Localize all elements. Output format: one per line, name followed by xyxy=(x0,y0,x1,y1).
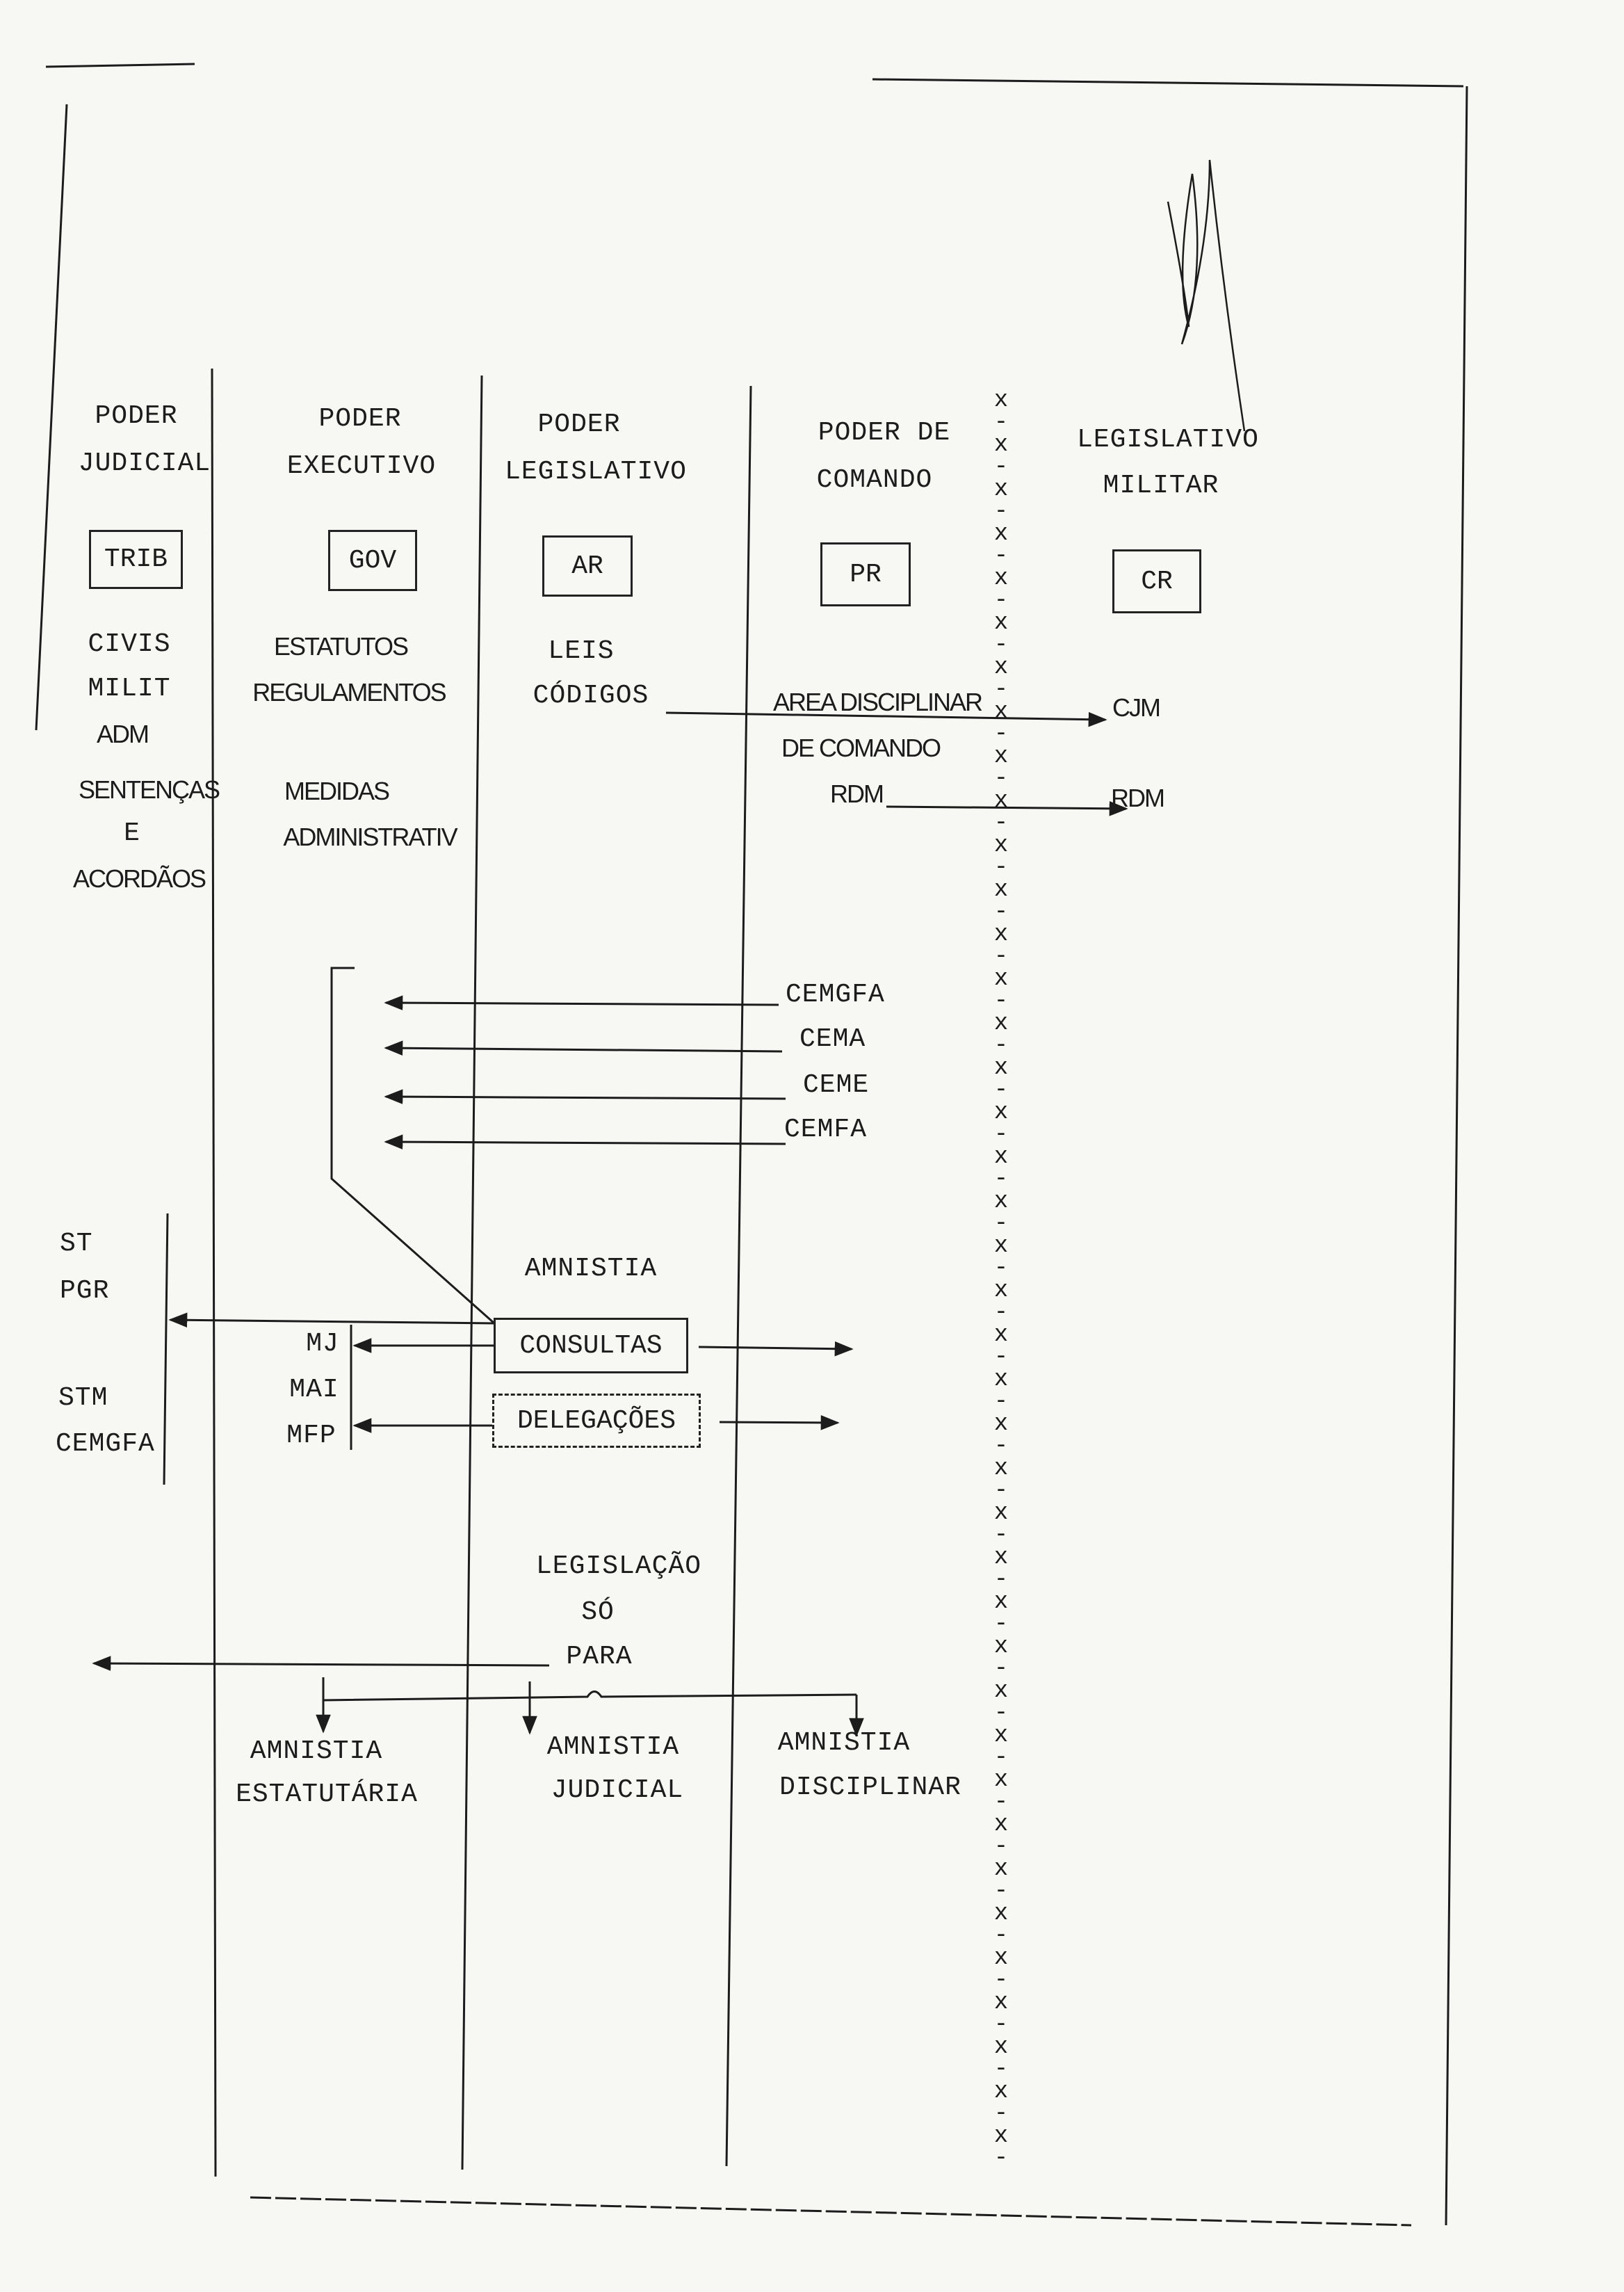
legislativo-item-codigos: CÓDIGOS xyxy=(533,681,649,711)
amnesty-estatutaria-line-1: AMNISTIA xyxy=(250,1736,383,1766)
legislacao-branch-line xyxy=(323,1690,857,1702)
comando-title-2: COMANDO xyxy=(816,465,933,495)
judicial-item-milit: MILIT xyxy=(88,674,171,704)
military-boundary-line: x-x-x-x-x-x-x-x-x-x-x-x-x-x-x-x-x-x-x-x-… xyxy=(993,389,1009,2170)
consultas-right-arrow xyxy=(698,1341,854,1357)
executivo-title-1: PODER xyxy=(318,404,402,434)
gov-box: GOV xyxy=(328,530,417,591)
delegacoes-box: DELEGAÇÕES xyxy=(492,1394,701,1448)
chiefs-bracket xyxy=(330,967,494,1324)
legislacao-line-1: LEGISLAÇÃO xyxy=(535,1551,702,1581)
consultas-box: CONSULTAS xyxy=(494,1318,688,1373)
legislativo-title-1: PODER xyxy=(537,410,621,439)
legislacao-left-arrow xyxy=(92,1656,550,1671)
cemgfa-arrow xyxy=(384,995,779,1010)
chief-ceme: CEME xyxy=(803,1070,870,1100)
ministry-mfp: MFP xyxy=(286,1421,336,1451)
left-group-cemgfa: CEMGFA xyxy=(56,1429,155,1459)
signature-mark xyxy=(1167,159,1246,432)
ceme-arrow xyxy=(384,1089,786,1104)
delegacoes-right-arrow xyxy=(719,1415,840,1430)
separator-2 xyxy=(461,375,483,2170)
pr-box: PR xyxy=(820,542,911,606)
legislativo-item-leis: LEIS xyxy=(548,636,615,666)
chief-cemgfa: CEMGFA xyxy=(786,980,885,1010)
frame-left xyxy=(35,104,68,731)
leg-militar-item-rdm: RDM xyxy=(1111,784,1165,812)
left-group-pgr: PGR xyxy=(60,1276,110,1306)
cema-arrow xyxy=(384,1040,783,1056)
judicial-item-adm: ADM xyxy=(97,720,149,748)
left-group-stm: STM xyxy=(58,1383,108,1413)
judicial-title-1: PODER xyxy=(95,401,178,431)
trib-box: TRIB xyxy=(89,530,183,589)
separator-3 xyxy=(725,385,752,2167)
amnesty-judicial-line-2: JUDICIAL xyxy=(551,1775,684,1805)
executivo-item-medidas: MEDIDAS xyxy=(284,777,390,805)
amnesty-estatutaria-line-2: ESTATUTÁRIA xyxy=(236,1779,418,1809)
frame-top-left xyxy=(45,63,195,68)
leg-militar-title-1: LEGISLATIVO xyxy=(1077,425,1259,455)
chief-cema: CEMA xyxy=(799,1024,866,1054)
executivo-item-administrativ: ADMINISTRATIV xyxy=(283,823,457,851)
consultas-to-left-group xyxy=(168,1312,496,1328)
judicial-item-civis: CIVIS xyxy=(88,629,171,659)
judicial-item-acordaos: ACORDÃOS xyxy=(72,864,206,893)
judicial-item-e: E xyxy=(124,818,140,848)
amnesty-judicial-line-1: AMNISTIA xyxy=(546,1732,680,1762)
area-disciplinar-arrow xyxy=(665,711,1107,727)
legislativo-title-2: LEGISLATIVO xyxy=(505,457,687,487)
leg-militar-item-cjm: CJM xyxy=(1112,693,1161,722)
ministry-mj: MJ xyxy=(306,1329,339,1359)
legislacao-line-2: SÓ xyxy=(581,1597,615,1627)
frame-bottom xyxy=(250,2196,1412,2227)
amnesty-disciplinar-line-2: DISCIPLINAR xyxy=(779,1773,961,1802)
executivo-item-regulamentos: REGULAMENTOS xyxy=(252,678,446,707)
judicial-title-2: JUDICIAL xyxy=(78,449,211,478)
comando-item-rdm: RDM xyxy=(830,780,884,808)
comando-title-1: PODER DE xyxy=(818,418,951,448)
ar-box: AR xyxy=(542,535,633,597)
separator-1 xyxy=(211,368,217,2177)
executivo-item-estatutos: ESTATUTOS xyxy=(273,632,409,661)
legislacao-line-3: PARA xyxy=(566,1642,633,1672)
leg-militar-title-2: MILITAR xyxy=(1103,471,1219,501)
ministry-mai: MAI xyxy=(289,1375,339,1405)
chief-cemfa: CEMFA xyxy=(784,1115,868,1145)
cr-box: CR xyxy=(1112,549,1201,613)
frame-top-right xyxy=(872,78,1464,88)
left-group-st: ST xyxy=(60,1229,93,1259)
frame-right xyxy=(1445,86,1468,2226)
judicial-item-sentencas: SENTENÇAS xyxy=(78,775,220,804)
cemfa-arrow xyxy=(384,1134,786,1149)
amnistia-label: AMNISTIA xyxy=(524,1254,658,1284)
rdm-arrow xyxy=(886,800,1128,816)
executivo-title-2: EXECUTIVO xyxy=(286,451,437,481)
left-group-bar xyxy=(163,1213,169,1485)
amnesty-disciplinar-line-1: AMNISTIA xyxy=(777,1728,911,1758)
comando-item-area-disciplinar: AREA DISCIPLINAR xyxy=(772,688,983,716)
comando-item-de-comando: DE COMANDO xyxy=(781,734,941,762)
